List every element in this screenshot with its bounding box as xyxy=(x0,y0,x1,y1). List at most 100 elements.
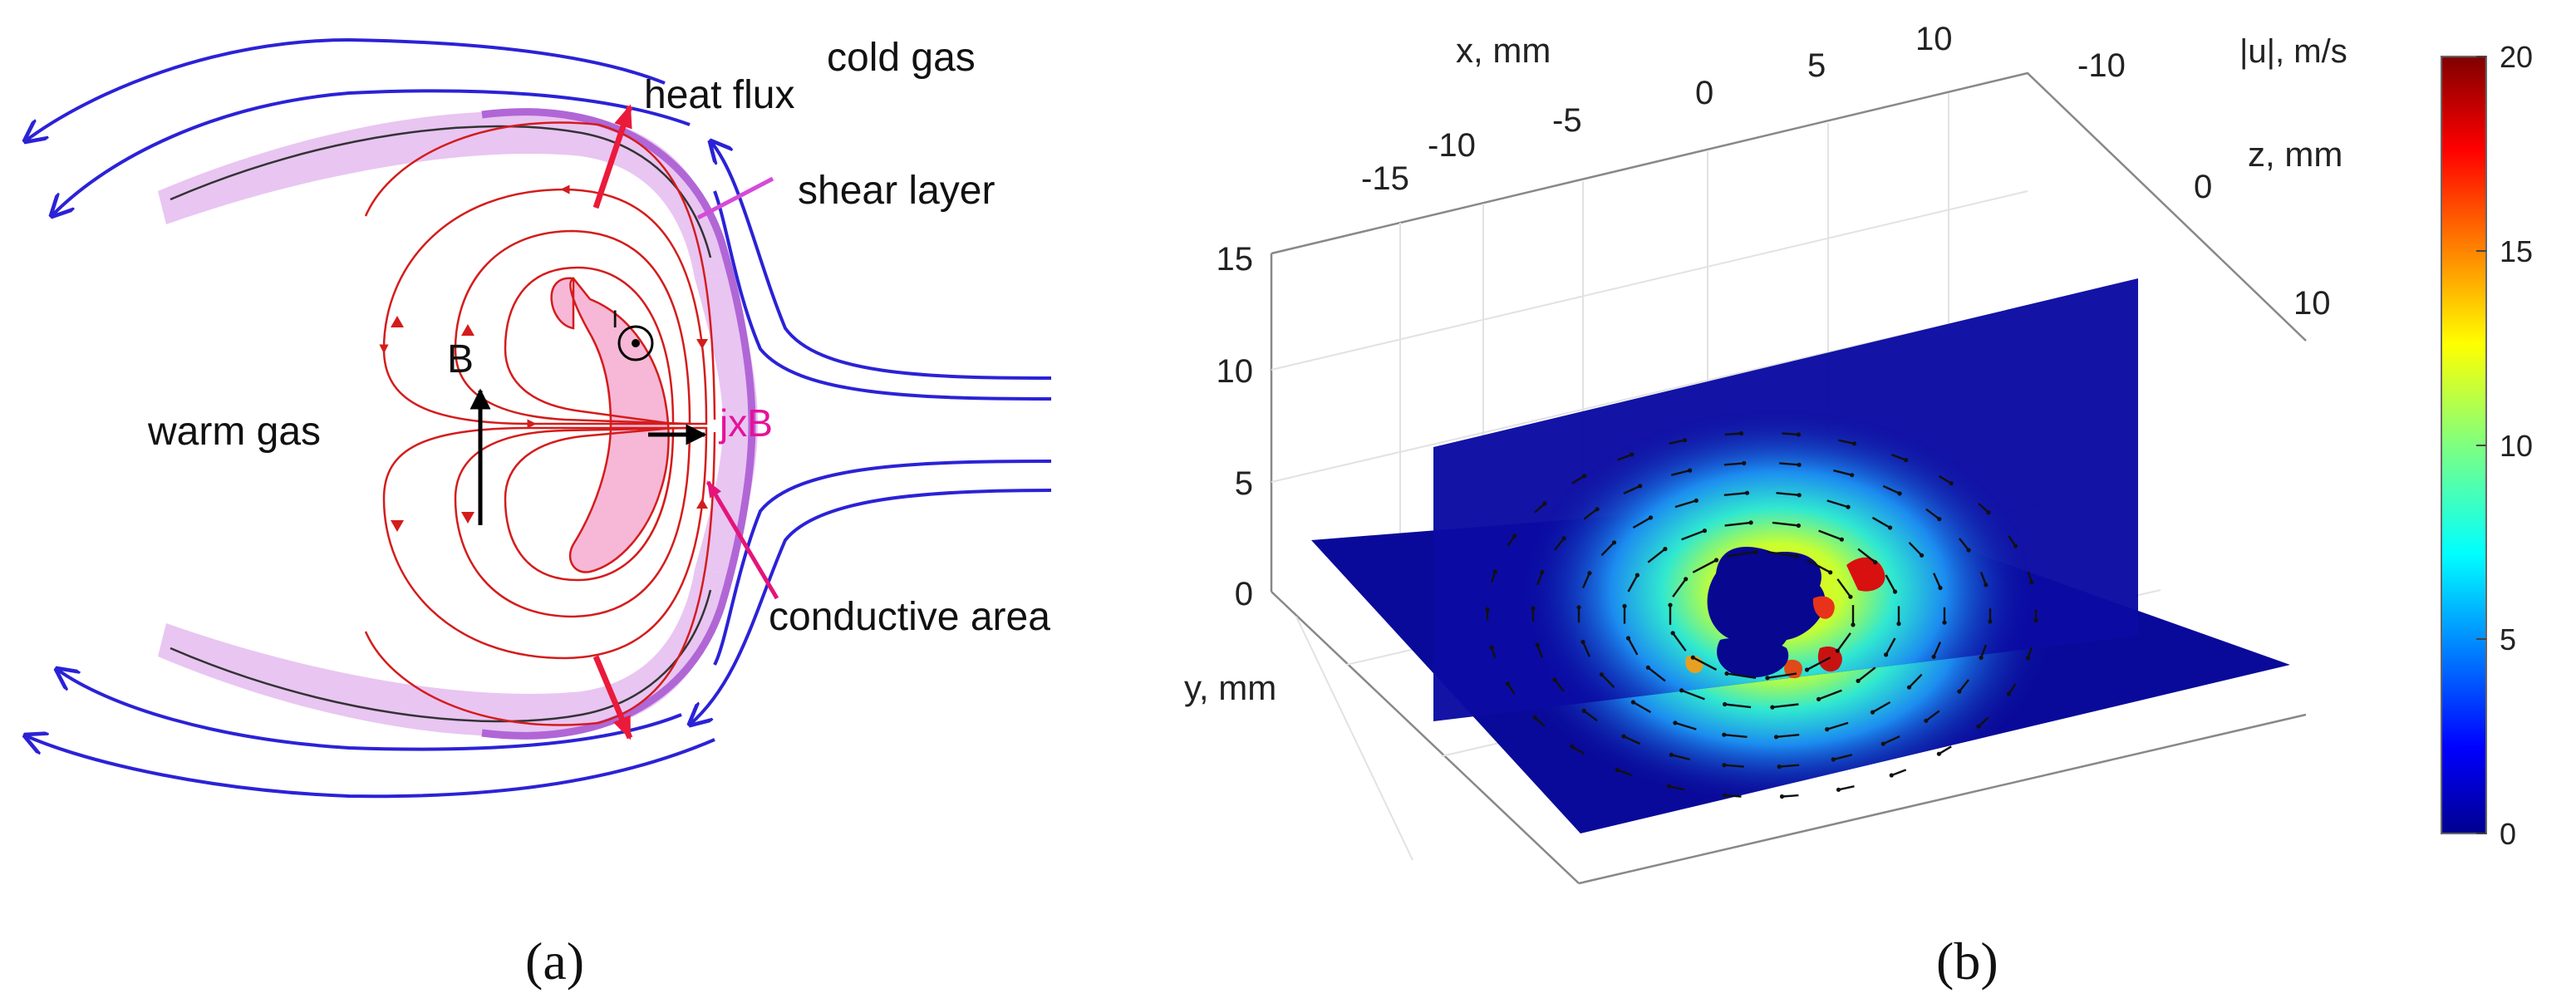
velocity-vector-head xyxy=(1738,430,1744,436)
velocity-vector-head xyxy=(1976,724,1981,729)
velocity-vector xyxy=(1882,484,1900,494)
velocity-vector xyxy=(1871,516,1891,529)
velocity-vector-head xyxy=(1920,553,1925,558)
velocity-vector xyxy=(1726,672,1757,679)
velocity-vector-head xyxy=(1625,636,1631,641)
field-arrow xyxy=(391,316,404,327)
velocity-vector xyxy=(1600,541,1615,557)
x-tick-label: 5 xyxy=(1807,47,1826,84)
velocity-vector-head xyxy=(1535,642,1540,647)
velocity-vector-head xyxy=(1622,603,1627,609)
y-axis-ticks: 0 5 10 15 xyxy=(1217,241,1254,612)
velocity-vector xyxy=(1871,701,1891,714)
heat-flux-label: heat flux xyxy=(644,73,794,117)
velocity-vector xyxy=(1724,794,1742,798)
velocity-vector-head xyxy=(1880,741,1885,746)
arc-core xyxy=(1707,546,1826,656)
velocity-vector-head xyxy=(1576,605,1581,610)
flow-line xyxy=(713,190,1052,401)
velocity-vector-head xyxy=(1669,752,1674,757)
field-line xyxy=(382,426,708,660)
velocity-vector-head xyxy=(1492,569,1497,574)
panel-b-plot: -15 -10 -5 0 5 10 x, mm -10 0 10 z, mm 0… xyxy=(1184,21,2533,991)
conductive-area xyxy=(550,277,670,573)
velocity-vector xyxy=(1669,439,1685,445)
velocity-vector-head xyxy=(1924,718,1929,723)
velocity-vector xyxy=(1674,721,1697,730)
velocity-vector-head xyxy=(1816,696,1821,702)
velocity-vector-head xyxy=(1723,793,1728,798)
velocity-vector-head xyxy=(1835,648,1840,653)
velocity-vector xyxy=(1806,558,1831,573)
velocity-vector xyxy=(1933,642,1942,657)
velocity-vector-head xyxy=(1979,655,1984,661)
flow-line xyxy=(52,89,691,216)
x-tick-label: -10 xyxy=(1428,127,1476,164)
flow-line xyxy=(710,141,1052,380)
velocity-vector-head xyxy=(1724,671,1729,676)
velocity-vector-head xyxy=(1904,458,1909,463)
velocity-vector-head xyxy=(1851,441,1857,446)
shear-edge xyxy=(481,108,756,740)
velocity-vector-head xyxy=(1621,734,1626,739)
colorbar-ticks xyxy=(2476,56,2486,834)
velocity-vector-head xyxy=(1702,529,1707,534)
velocity-vector xyxy=(1724,703,1752,709)
velocity-vector-head xyxy=(1587,571,1592,576)
frame-top-back xyxy=(1271,71,2307,342)
velocity-vector-head xyxy=(1777,765,1782,770)
velocity-vector-head xyxy=(1582,474,1587,479)
heat-flux-arrow-upper xyxy=(592,104,633,209)
velocity-vector-head xyxy=(1690,655,1695,660)
velocity-vector xyxy=(1536,644,1544,658)
velocity-vector-head xyxy=(1831,757,1836,762)
velocity-vector-head xyxy=(1889,773,1894,778)
velocity-vector xyxy=(1782,794,1799,798)
colorbar-tick-label: 5 xyxy=(2500,622,2516,656)
axes-frame xyxy=(1270,71,2307,885)
y-tick-label: 0 xyxy=(1235,576,1253,612)
velocity-vector-head xyxy=(1742,460,1747,466)
velocity-vector xyxy=(1681,529,1705,541)
velocity-vector xyxy=(1838,785,1855,791)
x-axis-label: x, mm xyxy=(1456,31,1551,70)
velocity-vector xyxy=(1979,572,1988,586)
velocity-vector-head xyxy=(2026,656,2031,661)
current-out-of-page-icon xyxy=(617,325,654,361)
velocity-vector xyxy=(1978,716,1989,727)
velocity-vector xyxy=(1674,499,1697,509)
field-line-outer xyxy=(364,431,716,726)
velocity-vector-head xyxy=(1850,473,1855,478)
velocity-vector xyxy=(1671,754,1690,761)
velocity-vector-head xyxy=(1888,525,1893,530)
velocity-vector xyxy=(1772,521,1799,527)
field-line xyxy=(504,426,675,582)
velocity-vector-head xyxy=(1744,490,1750,495)
velocity-vector-head xyxy=(1906,685,1912,690)
velocity-vector xyxy=(1692,558,1718,573)
field-lines xyxy=(364,121,716,726)
colorbar-label: |u|, m/s xyxy=(2239,33,2347,70)
velocity-vector-head xyxy=(1713,558,1719,563)
velocity-vector-head xyxy=(2029,580,2034,585)
current-label: I xyxy=(612,306,618,333)
velocity-vector xyxy=(1536,572,1544,586)
grid-line xyxy=(1295,616,1413,861)
velocity-vector-head xyxy=(1848,594,1853,599)
velocity-vector xyxy=(1885,574,1896,593)
field-arrow xyxy=(696,499,708,509)
velocity-vector-head xyxy=(1668,602,1673,607)
velocity-vector-head xyxy=(1931,654,1936,659)
velocity-vector xyxy=(1885,637,1896,656)
velocity-vector-head xyxy=(1794,553,1799,559)
velocity-vector xyxy=(1836,578,1851,597)
velocity-vector xyxy=(1583,710,1598,722)
velocity-vector xyxy=(1772,703,1799,709)
velocity-vector-head xyxy=(1679,688,1684,693)
frame-bottom-front xyxy=(1271,591,1580,884)
velocity-vector xyxy=(1925,508,1940,520)
velocity-vector xyxy=(1933,573,1942,588)
hot-spot xyxy=(1784,659,1803,679)
velocity-vector xyxy=(1779,764,1800,768)
